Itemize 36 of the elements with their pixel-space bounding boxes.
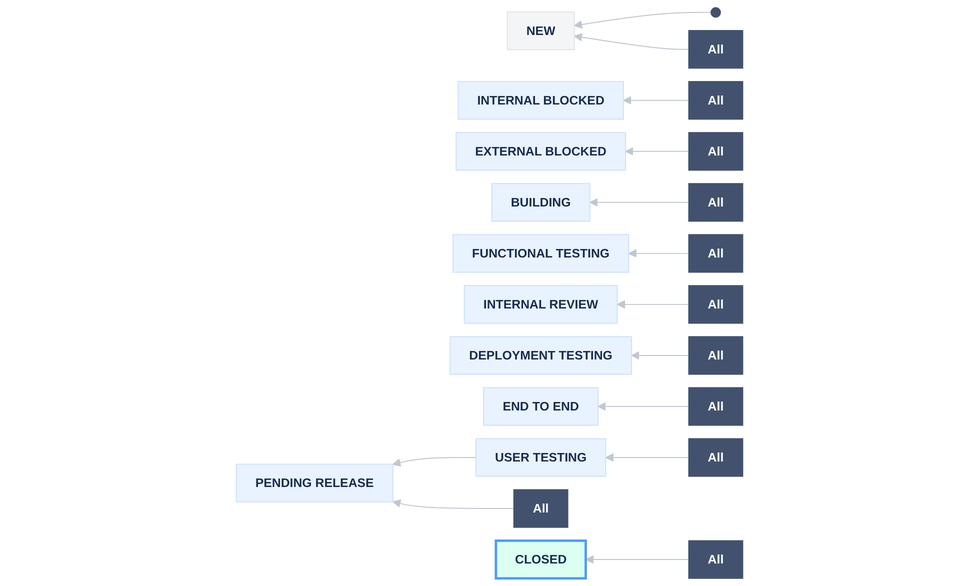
node-circle (710, 7, 721, 18)
arrow (585, 555, 690, 564)
node-box: All (688, 438, 744, 477)
arrow (616, 300, 690, 309)
node-box: END TO END (483, 387, 598, 426)
node-box: All (688, 132, 744, 171)
node-box: All (688, 183, 744, 222)
arrow (574, 33, 690, 50)
arrow (392, 499, 514, 509)
node-box: FUNCTIONAL TESTING (452, 234, 630, 273)
node-box: All (688, 387, 744, 426)
node-box: All (688, 30, 744, 69)
node-box: INTERNAL REVIEW (464, 285, 618, 324)
arrow (631, 351, 690, 360)
arrow (628, 249, 690, 258)
node-box: NEW (506, 12, 575, 50)
node-box: All (688, 234, 744, 273)
node-box: All (688, 81, 744, 120)
node-box: All (688, 336, 744, 375)
arrow (605, 453, 690, 462)
arrow (598, 402, 690, 411)
node-box: All (688, 285, 744, 324)
arrow (623, 96, 690, 105)
node-box: PENDING RELEASE (236, 464, 394, 502)
arrow (625, 147, 690, 156)
node-box: DEPLOYMENT TESTING (450, 336, 632, 375)
arrow (392, 457, 476, 467)
node-box: CLOSED (494, 540, 587, 580)
node-box: All (513, 489, 568, 528)
node-box: BUILDING (491, 183, 590, 222)
node-box: USER TESTING (475, 438, 606, 477)
node-box: INTERNAL BLOCKED (458, 81, 624, 120)
arrow (589, 198, 690, 207)
arrow (574, 12, 712, 29)
node-box: All (688, 540, 744, 579)
node-box: EXTERNAL BLOCKED (456, 132, 626, 171)
